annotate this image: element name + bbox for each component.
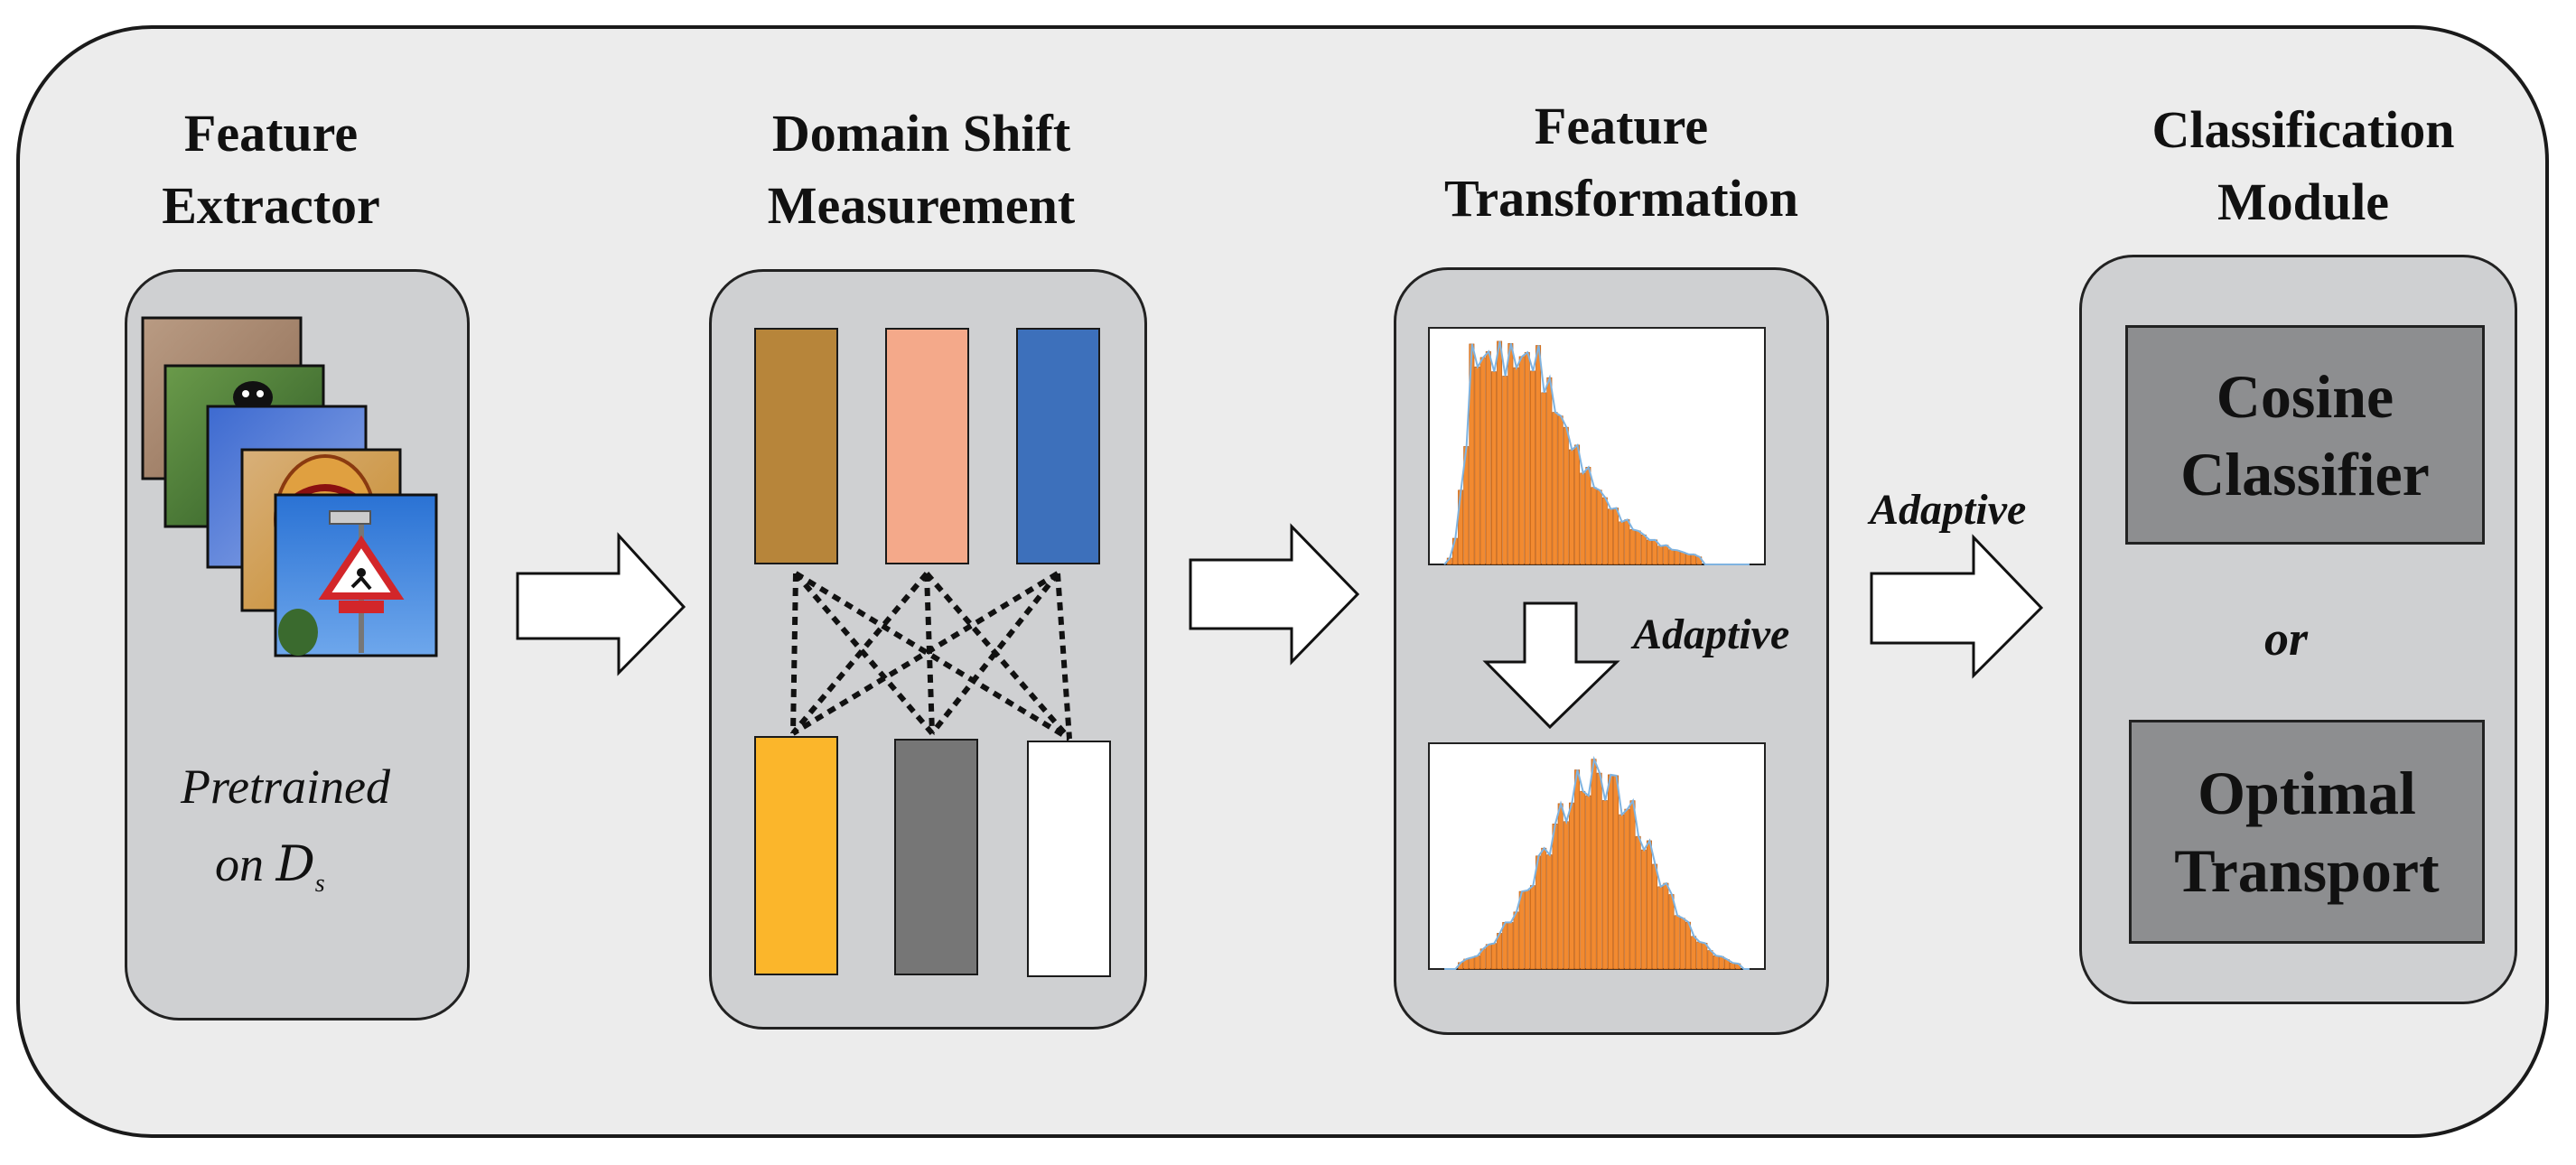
box-label-line: Cosine (2216, 361, 2394, 431)
normalized-feature-histogram (1428, 742, 1766, 970)
sample-image-5 (274, 493, 438, 657)
adaptive-connector-label: Adaptive (1870, 486, 2027, 534)
title-line: Domain Shift (771, 104, 1071, 163)
title-line: Measurement (767, 176, 1076, 235)
source-domain-subscript: s (314, 869, 325, 898)
pretrained-caption: Pretrained on Ds (181, 748, 390, 923)
box-label-line: Transport (2174, 836, 2440, 905)
target-feature-bar-1 (754, 736, 838, 975)
arrow-right-icon (1870, 534, 2044, 679)
skewed-feature-histogram (1428, 327, 1766, 565)
title-line: Module (2217, 172, 2390, 231)
density-curve (1444, 755, 1750, 970)
pretrained-source-line: on Ds (181, 825, 390, 923)
optimal-transport-box: Optimal Transport (2129, 720, 2485, 944)
box-label-line: Optimal (2198, 759, 2416, 827)
feature-extractor-title: Feature Extractor (117, 98, 425, 242)
density-curve (1443, 340, 1750, 565)
title-line: Feature (1534, 97, 1709, 155)
classification-module-title: Classification Module (2105, 94, 2502, 238)
caption-on-text: on (215, 837, 276, 891)
source-feature-bar-1 (754, 328, 838, 564)
source-feature-bar-2 (885, 328, 969, 564)
cosine-classifier-box: Cosine Classifier (2125, 325, 2485, 545)
or-label: or (2264, 611, 2309, 666)
domain-shift-title: Domain Shift Measurement (714, 98, 1129, 242)
adaptive-transform-label: Adaptive (1633, 610, 1790, 658)
title-line: Transformation (1443, 169, 1798, 228)
feature-transformation-title: Feature Transformation (1409, 90, 1834, 235)
box-label-line: Classifier (2180, 439, 2430, 508)
title-line: Feature (183, 104, 359, 163)
title-line: Extractor (162, 176, 380, 235)
target-feature-bar-3 (1027, 741, 1111, 977)
arrow-right-icon (516, 532, 686, 676)
pretrained-caption-line: Pretrained (181, 760, 390, 814)
arrow-right-icon (1189, 523, 1360, 666)
title-line: Classification (2151, 100, 2455, 159)
target-feature-bar-2 (894, 739, 978, 975)
source-domain-symbol: D (275, 835, 315, 892)
source-feature-bar-3 (1016, 328, 1100, 564)
